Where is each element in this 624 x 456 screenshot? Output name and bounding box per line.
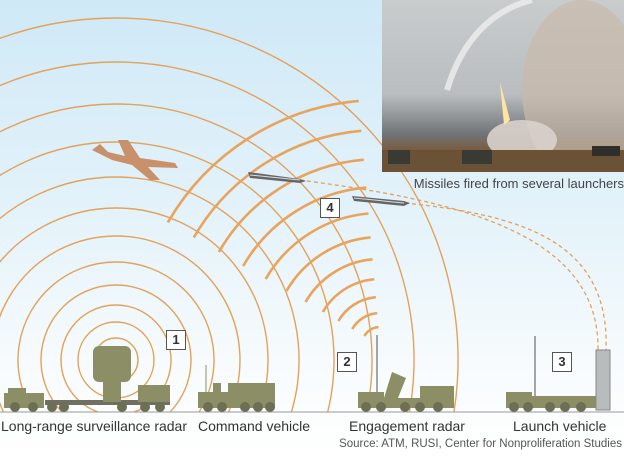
- command-vehicle: [198, 365, 275, 412]
- engagement-wave-arc: [337, 295, 376, 322]
- aircraft-icon: [92, 140, 178, 180]
- radar-wave-ring: [0, 103, 373, 413]
- missile-trajectory: [404, 202, 607, 351]
- engagement-wave-arc: [242, 186, 367, 267]
- engagement-wave-arc: [264, 212, 369, 280]
- radar-wave-ring: [40, 284, 192, 413]
- engagement-wave-arc: [217, 158, 364, 253]
- engagement-wave-arc: [351, 311, 378, 330]
- label-surveillance-radar: Long-range surveillance radar: [1, 418, 187, 434]
- marker-3: 3: [552, 352, 572, 372]
- missile-trajectory: [299, 179, 599, 351]
- marker-4: 4: [320, 198, 340, 218]
- engagement-wave-arc: [192, 129, 362, 239]
- label-launch-vehicle: Launch vehicle: [513, 418, 607, 434]
- photo-caption: Missiles fired from several launchers: [413, 176, 624, 191]
- label-command-vehicle: Command vehicle: [198, 418, 311, 434]
- radar-wave-ring: [0, 235, 241, 413]
- surveillance-radar-vehicle: [4, 346, 170, 412]
- marker-1: 1: [166, 330, 186, 350]
- surveillance-radar-waves: [0, 17, 459, 413]
- engagement-wave-arc: [363, 325, 379, 337]
- radar-wave-ring: [17, 261, 215, 413]
- engagement-wave-arc: [166, 99, 359, 224]
- launch-vehicle: [506, 336, 611, 412]
- engagement-wave-arc: [321, 277, 375, 313]
- engagement-radar-waves: [166, 99, 379, 337]
- engagement-radar-vehicle: [358, 335, 454, 412]
- radar-wave-ring: [0, 141, 335, 413]
- engagement-wave-arc: [304, 258, 373, 303]
- missile-launch-photo: [382, 0, 624, 172]
- source-note: Source: ATM, RUSI, Center for Nonprolife…: [339, 438, 622, 450]
- label-engagement-radar: Engagement radar: [349, 418, 465, 434]
- radar-wave-ring: [0, 207, 269, 413]
- radar-wave-ring: [0, 176, 300, 413]
- marker-2: 2: [337, 352, 357, 372]
- radar-wave-ring: [60, 304, 172, 413]
- missile-icon: [352, 196, 410, 206]
- radar-wave-ring: [0, 17, 459, 413]
- radar-wave-ring: [0, 61, 415, 413]
- engagement-wave-arc: [285, 236, 371, 292]
- missile-icon: [248, 172, 306, 183]
